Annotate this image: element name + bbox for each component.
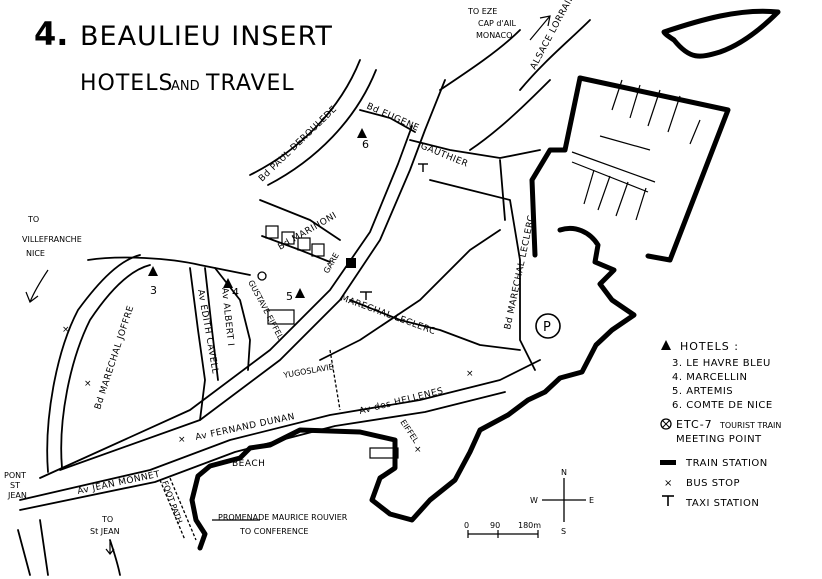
hotel-3-label: 3 [150,284,157,297]
legend-train-station: TRAIN STATION [685,458,768,469]
map-number: 4. [34,15,68,53]
svg-text:×: × [62,325,70,335]
label-beach: BEACH [232,459,265,469]
legend-hotel-3: 3. LE HAVRE BLEU [672,358,771,369]
bus-stop-markers: × × × × × [62,325,474,455]
legend-train-station-icon [660,460,676,465]
street-gare: GARE [322,251,341,275]
svg-text:ST: ST [10,481,20,490]
compass-s: S [561,527,566,536]
legend-hotel-4: 4. MARCELLIN [672,372,748,383]
map-subtitle-b: TRAVEL [205,71,295,96]
svg-text:MONACO: MONACO [476,31,512,40]
map-subtitle-a: HOTELS [80,71,173,96]
direction-eze: TO EZE CAP d'AIL MONACO [467,7,551,41]
legend: HOTELS : 3. LE HAVRE BLEU 4. MARCELLIN 5… [660,340,781,509]
arrow-villefranche-icon [29,269,49,303]
arrow-eze-icon [529,15,551,41]
hotel-6-label: 6 [362,138,369,151]
scale-tick-180: 180m [518,521,541,530]
scale-tick-0: 0 [464,521,469,530]
svg-text:TO CONFERENCE: TO CONFERENCE [239,527,309,536]
direction-conference: PROMENADE MAURICE ROUVIER TO CONFERENCE [218,513,348,536]
legend-etc-label2: MEETING POINT [676,434,762,445]
svg-text:×: × [414,445,422,455]
legend-tourist-train-icon [660,418,672,430]
street-leclerc-mid: MARECHAL LECLERC [339,293,437,337]
map-title: 4. BEAULIEU INSERT HOTELS AND TRAVEL [34,15,333,96]
street-hellenes: Av des HELLENES [358,386,444,417]
street-eugene: Bd EUGENE [365,102,421,134]
svg-text:PONT: PONT [4,471,26,480]
legend-taxi-icon [662,495,674,506]
scale-bar: 0 90 180m [464,521,541,538]
hotel-5-label: 5 [286,290,293,303]
legend-etc-code: ETC-7 [676,418,713,431]
train-station-marker [346,258,356,268]
hotel-6-triangle [357,128,367,138]
svg-text:VILLEFRANCHE: VILLEFRANCHE [22,235,82,244]
svg-text:PROMENADE MAURICE ROUVIER: PROMENADE MAURICE ROUVIER [218,513,348,522]
legend-taxi-station: TAXI STATION [685,498,759,509]
taxi-markers [360,163,428,300]
building-blocks [265,225,399,459]
legend-hotel-5: 5. ARTEMIS [672,386,733,397]
compass-w: W [530,496,538,505]
map-subtitle-and: AND [171,79,200,94]
hotel-markers: 3 4 5 6 [148,128,369,303]
svg-text:TO: TO [101,515,113,524]
svg-text:×: × [466,369,474,379]
svg-text:×: × [84,379,92,389]
svg-text:JEAN: JEAN [7,491,27,500]
road-network [17,19,591,576]
svg-text:St JEAN: St JEAN [90,527,120,536]
tourist-train-point-icon [257,271,267,281]
street-eiffel: EIFFEL [398,418,420,445]
direction-villefranche: TO VILLEFRANCHE NICE [22,215,82,303]
legend-bus-stop: BUS STOP [686,478,740,489]
legend-hotel-6: 6. COMTE DE NICE [672,400,773,411]
street-yugoslavie: YUGOSLAVIE [282,362,335,380]
compass-icon: N S E W [530,468,594,536]
parking-icon [535,313,561,339]
legend-hotel-icon [661,340,671,350]
street-gauthier: GAUTHIER [419,142,470,170]
street-joffre: Bd MARECHAL JOFFRE [93,304,136,411]
street-paul-deroulede: Bd PAUL DEROULEDE [257,104,339,184]
parking: P [535,313,561,339]
legend-hotels-title: HOTELS : [680,340,739,353]
legend-bus-stop-icon: × [664,478,673,489]
hotel-4-triangle [223,278,233,288]
svg-text:TO EZE: TO EZE [467,7,497,16]
compass-e: E [589,496,594,505]
direction-stjean: TO St JEAN [90,515,120,555]
map-title-text: BEAULIEU INSERT [80,21,333,52]
hotel-3-triangle [148,266,158,276]
legend-etc-label: TOURIST TRAIN [719,421,781,430]
svg-text:NICE: NICE [26,249,45,258]
svg-text:TO: TO [27,215,39,224]
scale-tick-90: 90 [490,521,500,530]
compass-n: N [561,468,567,477]
hotel-5-triangle [295,288,305,298]
hotel-4-label: 4 [232,286,239,299]
parking-label: P [543,320,551,335]
svg-text:CAP d'AIL: CAP d'AIL [478,19,517,28]
svg-text:×: × [178,435,186,445]
label-pont-st-jean: PONT ST JEAN [4,471,27,500]
